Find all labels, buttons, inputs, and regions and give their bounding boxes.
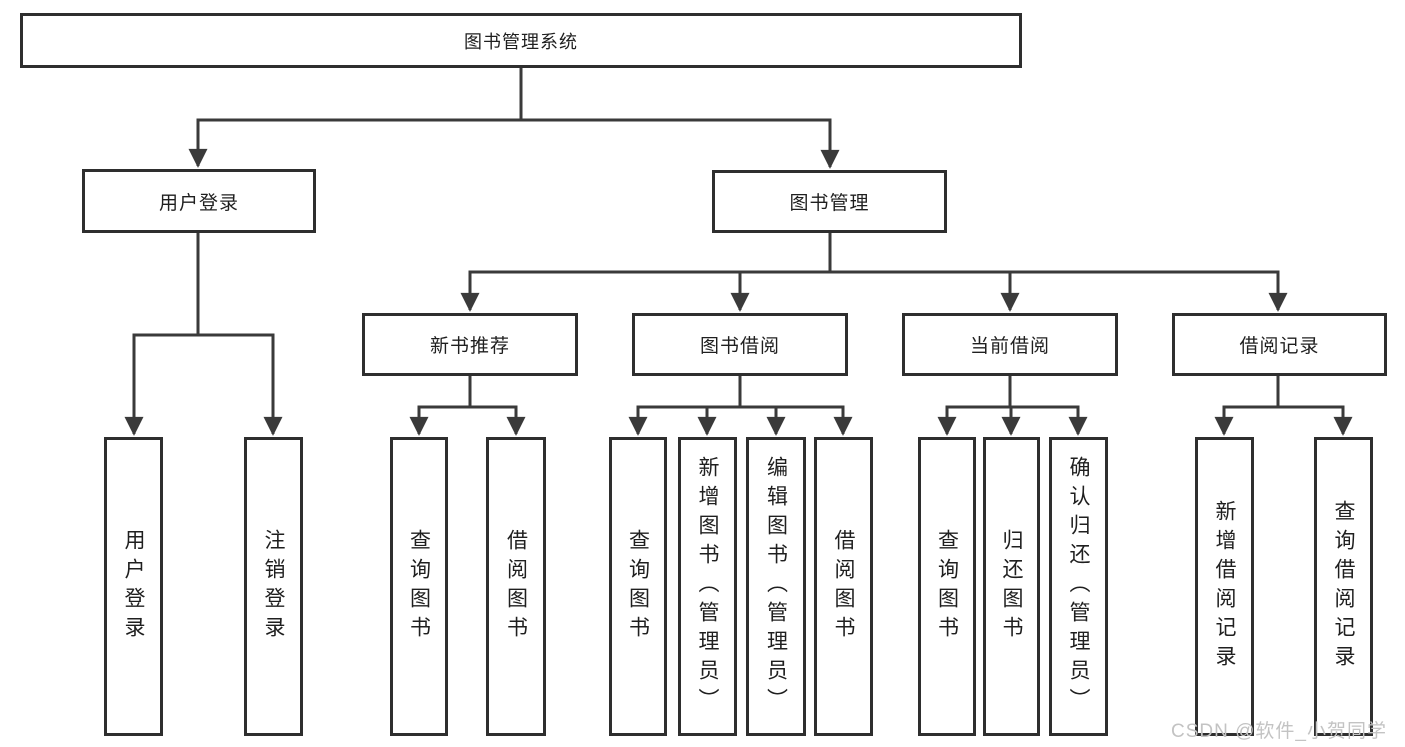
leaf-add-book-admin: 新增图书（管理员）: [678, 437, 737, 736]
leaf-add-borrow-record: 新增借阅记录: [1195, 437, 1254, 736]
node-book-management: 图书管理: [712, 170, 947, 233]
leaf-edit-book-admin: 编辑图书（管理员）: [746, 437, 806, 736]
csdn-watermark: CSDN @软件_小贺同学: [1171, 721, 1387, 742]
leaf-return-book: 归还图书: [983, 437, 1040, 736]
node-system-root: 图书管理系统: [20, 13, 1022, 68]
leaf-current-query-book: 查询图书: [918, 437, 976, 736]
node-book-borrow: 图书借阅: [632, 313, 848, 376]
leaf-recommend-query-book: 查询图书: [390, 437, 448, 736]
leaf-borrow-query-book: 查询图书: [609, 437, 667, 736]
leaf-user-login: 用户登录: [104, 437, 163, 736]
node-current-borrow: 当前借阅: [902, 313, 1118, 376]
node-new-book-recommend: 新书推荐: [362, 313, 578, 376]
leaf-borrow-book: 借阅图书: [814, 437, 873, 736]
leaf-logout: 注销登录: [244, 437, 303, 736]
node-user-login: 用户登录: [82, 169, 316, 233]
leaf-query-borrow-record: 查询借阅记录: [1314, 437, 1373, 736]
node-borrow-record: 借阅记录: [1172, 313, 1387, 376]
leaf-confirm-return-admin: 确认归还（管理员）: [1049, 437, 1108, 736]
leaf-recommend-borrow-book: 借阅图书: [486, 437, 546, 736]
